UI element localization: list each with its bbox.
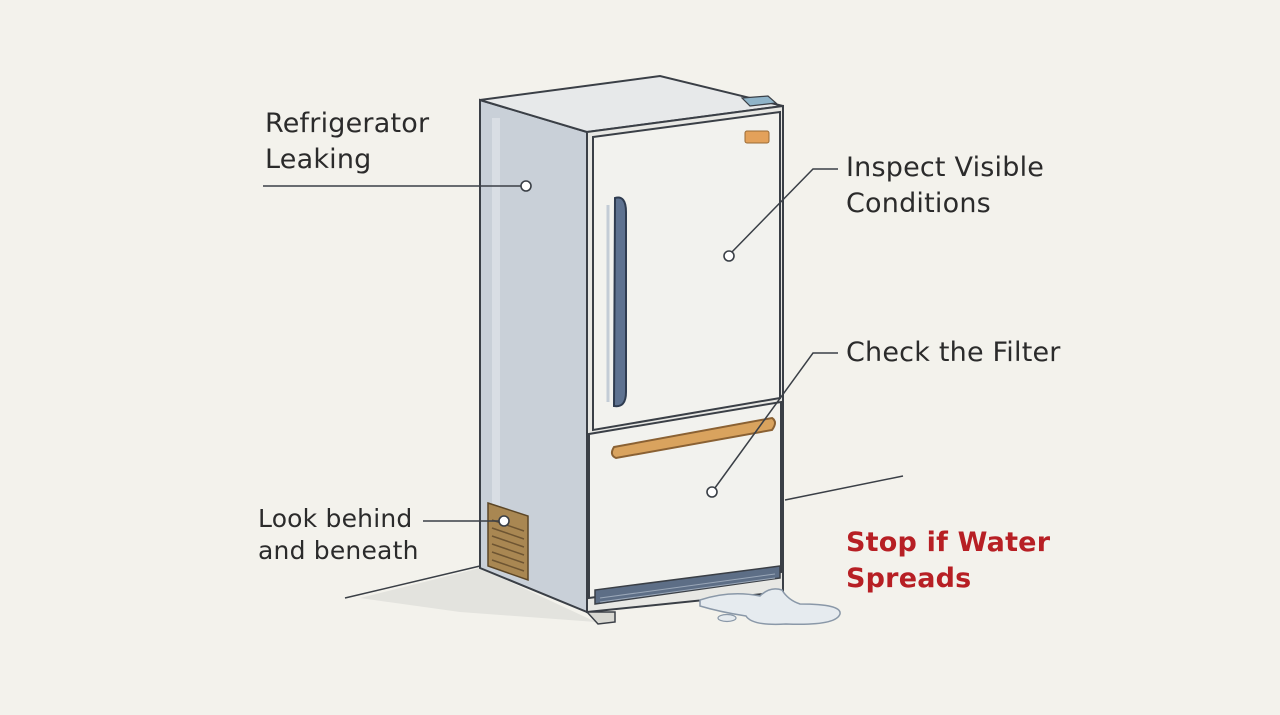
top-hinge — [740, 95, 778, 107]
floor-line-right — [784, 475, 904, 501]
water-puddle-icon — [699, 588, 841, 626]
label-check-the-filter: Check the Filter — [846, 337, 1061, 368]
floor-shadow — [360, 568, 596, 622]
floor-line-left — [344, 565, 481, 599]
leader-check-the-filter — [711, 352, 838, 493]
label-look-behind-and-beneath: Look behind and beneath — [258, 504, 419, 565]
leader-lines — [263, 168, 838, 522]
leader-inspect-visible-conditions — [728, 168, 838, 256]
side-highlight — [492, 118, 500, 560]
marker-side — [520, 180, 532, 192]
bottom-grille — [594, 565, 781, 605]
marker-freezer — [706, 486, 718, 498]
front-foot — [585, 611, 616, 625]
label-refrigerator-leaking: Refrigerator Leaking — [265, 108, 430, 175]
grille-slats — [599, 573, 776, 603]
label-inspect-visible-conditions: Inspect Visible Conditions — [846, 152, 1045, 219]
marker-upper-door — [723, 250, 735, 262]
label-stop-if-water-spreads: Stop if Water Spreads — [846, 527, 1051, 594]
leader-markers — [498, 180, 735, 527]
rear-vent-icon — [487, 501, 529, 582]
door-badge — [744, 130, 770, 144]
freezer-handle — [610, 416, 776, 460]
fridge-handle — [612, 196, 627, 408]
marker-vent — [498, 515, 510, 527]
